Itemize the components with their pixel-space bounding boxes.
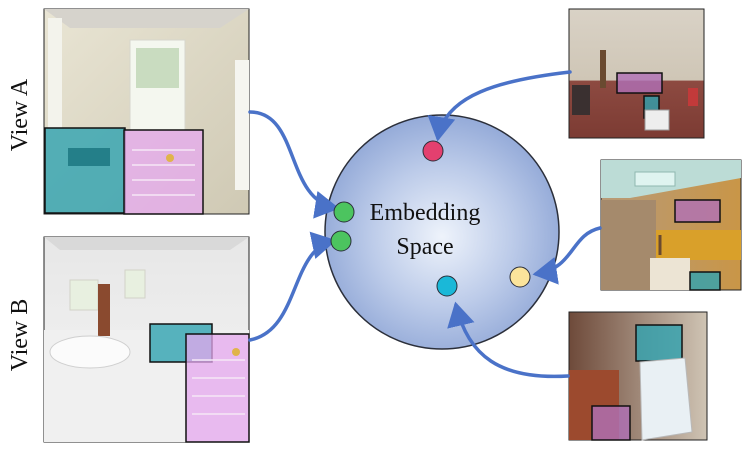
- living-room-image: [568, 8, 705, 139]
- stove-highlight-b: [591, 405, 631, 441]
- view-b-label: View B: [7, 298, 33, 372]
- arrow-kitchen: [532, 226, 602, 285]
- stove-highlight: [689, 271, 721, 291]
- embedding-label-line2: Space: [396, 234, 454, 260]
- cabinet-highlight-b: [635, 324, 683, 362]
- living-room-embedding: [422, 140, 444, 162]
- sink-highlight: [44, 127, 126, 214]
- window-left: [48, 18, 62, 128]
- towel-ladder: [98, 284, 110, 336]
- embedding-space-label: Embedding Space: [350, 196, 500, 264]
- room-window-embedding: [436, 275, 458, 297]
- arrow-view-a: [248, 110, 340, 219]
- sofa-highlight: [616, 72, 663, 94]
- embedding-label-line1: Embedding: [369, 200, 481, 226]
- kitchen-image: [600, 159, 742, 291]
- arrow-view-b: [248, 231, 337, 342]
- room-window-image: [568, 311, 708, 441]
- rack-highlight: [123, 129, 204, 215]
- bathtub: [49, 335, 131, 369]
- view-a-label: View A: [7, 78, 33, 152]
- view-b-image: [43, 236, 250, 443]
- view-a-image: [43, 8, 250, 215]
- cabinet-highlight: [674, 199, 721, 223]
- view-b-embedding: [330, 230, 352, 252]
- arrow-room-window: [447, 301, 570, 379]
- arrow-living-room: [427, 70, 572, 142]
- kitchen-embedding: [509, 266, 531, 288]
- view-a-embedding: [333, 201, 355, 223]
